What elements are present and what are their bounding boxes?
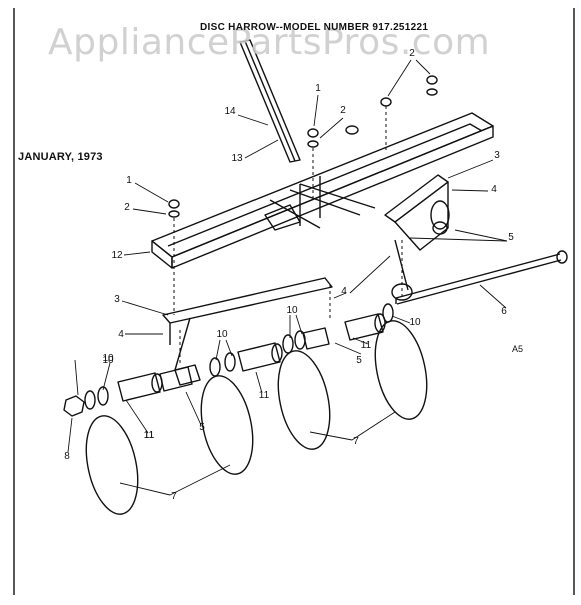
fasteners <box>168 75 438 218</box>
callout-label: 5 <box>199 422 205 433</box>
diagram-title: DISC HARROW--MODEL NUMBER 917.251221 <box>200 22 429 33</box>
callout-label: 5 <box>508 232 514 243</box>
callout-label: 4 <box>341 286 347 297</box>
diagram-date: JANUARY, 1973 <box>18 151 103 163</box>
axle-spools <box>117 313 386 402</box>
tongue-bar <box>239 39 301 163</box>
gang-rod <box>395 250 568 305</box>
callout-label: 2 <box>124 202 130 213</box>
callout-label: 6 <box>501 306 507 317</box>
callout-label: 1 <box>315 83 321 94</box>
callout-label: 1 <box>126 175 132 186</box>
callout-label: 13 <box>231 153 243 164</box>
callout-label: 10 <box>102 353 114 364</box>
callout-label: 4 <box>118 329 124 340</box>
right-bracket <box>384 174 450 301</box>
callout-label: 11 <box>143 430 155 441</box>
callout-label: 11 <box>360 340 372 351</box>
callout-label: 7 <box>353 436 359 447</box>
callout-label: 14 <box>224 106 236 117</box>
harrow-discs <box>85 320 428 515</box>
callout-label: 2 <box>340 105 346 116</box>
main-frame <box>151 112 494 269</box>
assembly-lines <box>173 106 403 365</box>
callout-label: 11 <box>258 390 270 401</box>
callout-label: 7 <box>171 491 177 502</box>
callout-label: 11 <box>143 430 155 441</box>
callout-label: 10 <box>102 355 114 366</box>
axle-nut <box>63 395 85 417</box>
sheet-code: A5 <box>512 344 524 354</box>
callout-label: 12 <box>111 250 123 261</box>
callout-label: 10 <box>409 317 421 328</box>
callout-label: 3 <box>494 150 500 161</box>
left-bracket <box>162 277 333 386</box>
callout-label: 2 <box>409 48 415 59</box>
callout-label: 3 <box>114 294 120 305</box>
callout-label: 8 <box>64 451 70 462</box>
callout-label: 10 <box>286 305 298 316</box>
callout-label: 5 <box>356 355 362 366</box>
callout-label: 10 <box>216 329 228 340</box>
leader-lines <box>67 59 508 496</box>
callout-label: 4 <box>491 184 497 195</box>
